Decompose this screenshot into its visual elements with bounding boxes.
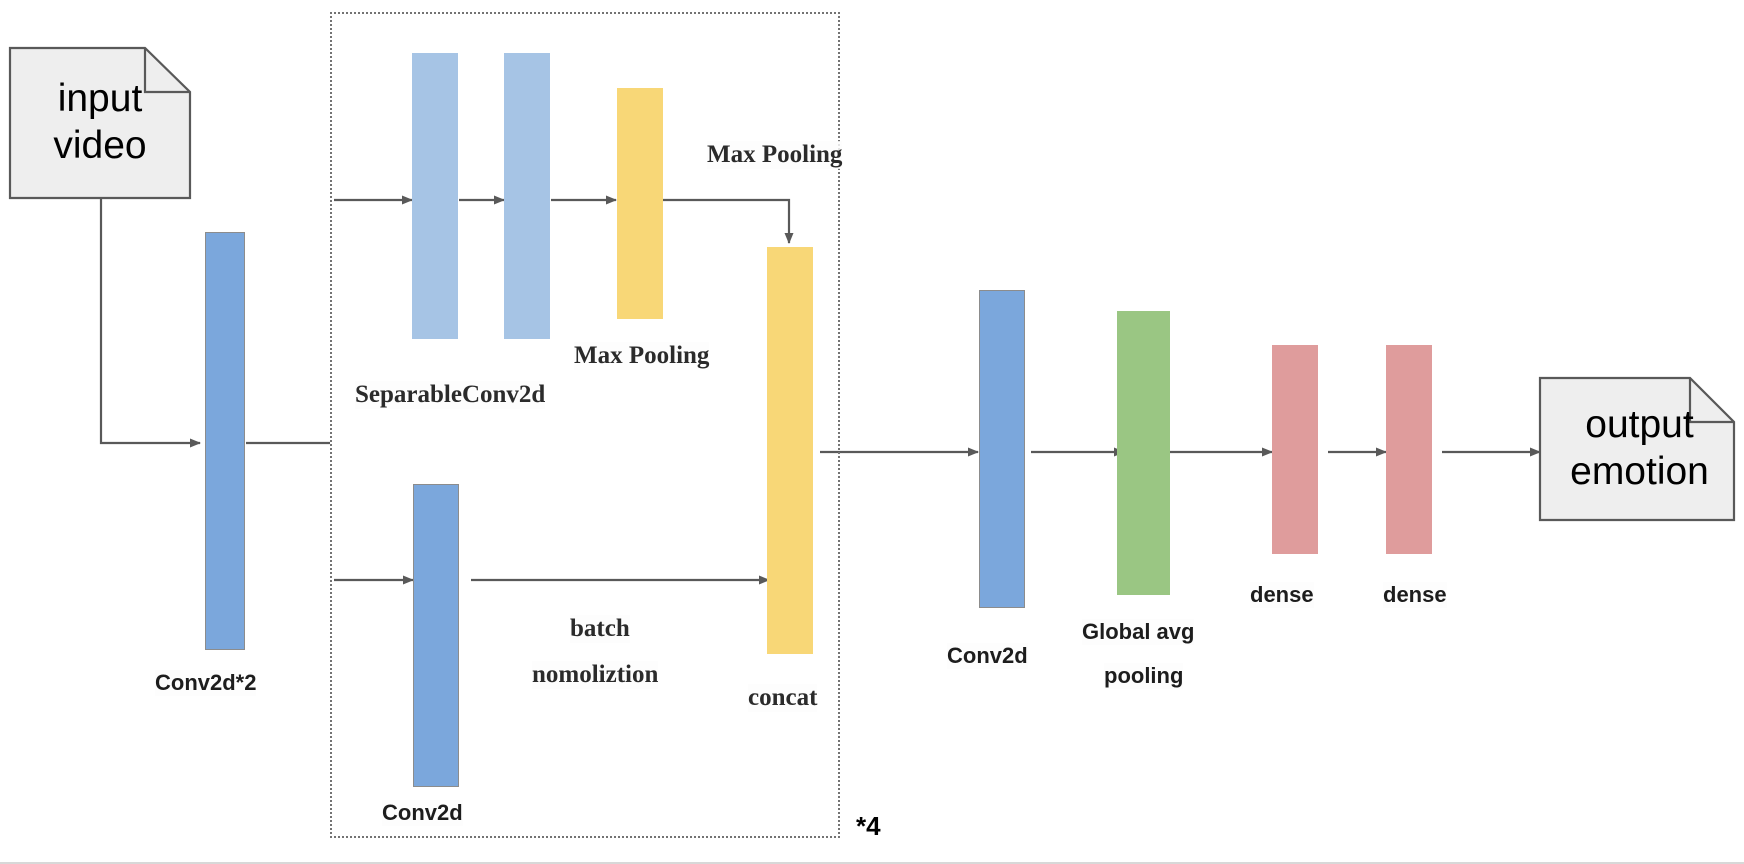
global-avg-pooling-block (1117, 311, 1170, 595)
max-pooling-lower-label: Max Pooling (574, 342, 710, 370)
conv2d-x2-label: Conv2d*2 (155, 670, 257, 696)
global-avg-pooling-label-line2: pooling (1104, 663, 1184, 689)
dense-label-1: dense (1250, 582, 1314, 608)
output-emotion-node: output emotion (1545, 378, 1734, 520)
input-video-shape (8, 46, 192, 200)
batch-norm-label-line1: batch (570, 615, 630, 643)
input-video-label-line2: video (53, 124, 147, 167)
separable-conv2d-label: SeparableConv2d (355, 381, 546, 409)
conv2d-branch-block (413, 484, 459, 787)
separable-conv2d-block-2 (504, 53, 550, 339)
dense-block-1 (1272, 345, 1318, 554)
repeated-block-group (330, 12, 840, 838)
max-pooling-block-lower (617, 88, 663, 319)
max-pooling-upper-label: Max Pooling (707, 141, 843, 169)
conv2d-after-label: Conv2d (947, 643, 1028, 669)
conv2d-branch-label: Conv2d (382, 800, 463, 826)
bottom-divider (0, 862, 1744, 864)
output-emotion-shape (1538, 376, 1736, 522)
edge-input-to-conv2d2 (99, 199, 201, 448)
input-video-label-line1: input (57, 77, 143, 121)
output-emotion-label-line1: output (1585, 403, 1694, 447)
concat-block (767, 247, 813, 654)
conv2d-x2-block (205, 232, 245, 650)
output-emotion-label-line2: emotion (1570, 450, 1709, 493)
repeat-marker-label: *4 (856, 811, 881, 841)
dense-block-2 (1386, 345, 1432, 554)
separable-conv2d-block-1 (412, 53, 458, 339)
conv2d-after-block (979, 290, 1025, 608)
batch-norm-label-line2: nomoliztion (532, 661, 659, 689)
global-avg-pooling-label-line1: Global avg (1082, 619, 1195, 645)
dense-label-2: dense (1383, 582, 1447, 608)
edge-maxpool-to-concat (663, 198, 794, 244)
input-video-node: input video (10, 48, 190, 198)
concat-label: concat (748, 684, 818, 712)
